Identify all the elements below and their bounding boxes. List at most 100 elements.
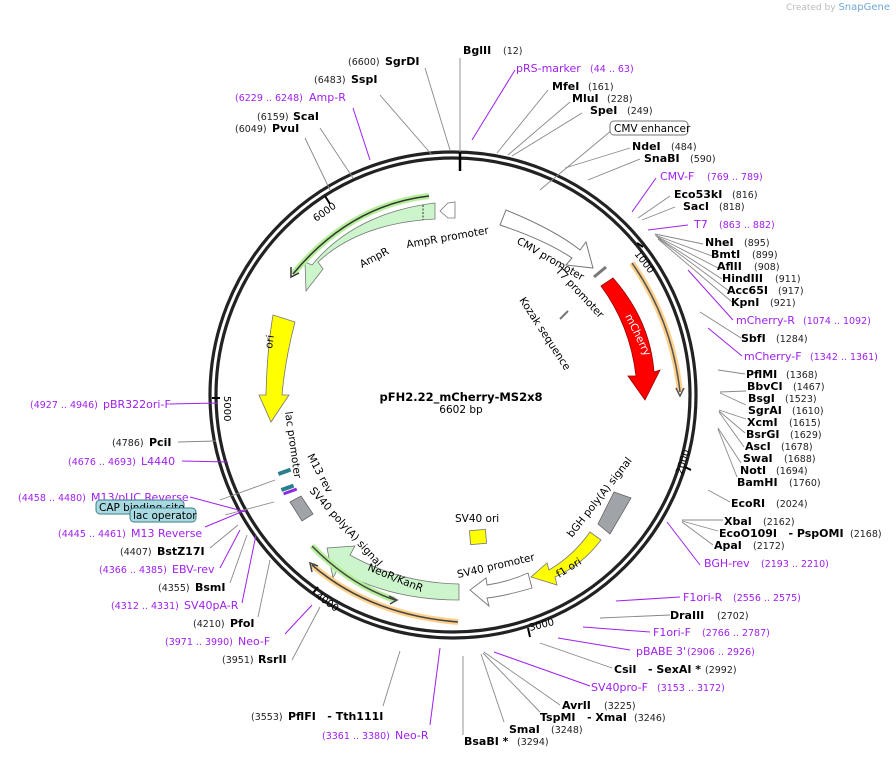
enzyme-tspmi[interactable]: TspMI - XmaI(3246): [540, 711, 666, 724]
enzyme-noti[interactable]: NotI(1694): [740, 464, 808, 477]
enzyme-saci[interactable]: SacI(818): [683, 200, 745, 213]
mcherry-arrow[interactable]: [600, 277, 661, 401]
enzyme-bsabi[interactable]: BsaBI *(3294): [464, 735, 549, 748]
primer-mcherry-r[interactable]: mCherry-R(1074 .. 1092): [736, 314, 871, 327]
primer-bgh-rev[interactable]: BGH-rev(2193 .. 2210): [704, 557, 829, 570]
svg-text:(4458 .. 4480): (4458 .. 4480): [18, 493, 86, 504]
primer-amp-r[interactable]: (6229 .. 6248)Amp-R: [235, 91, 346, 104]
mcherry-orf[interactable]: [631, 262, 681, 393]
t7-promoter-arrow[interactable]: [593, 265, 607, 279]
svg-text:RsrII: RsrII: [258, 653, 287, 666]
enzyme-bsgi[interactable]: BsgI(1523): [748, 392, 817, 405]
lac-operator-tag[interactable]: lac operator: [129, 507, 197, 523]
enzyme-avrii[interactable]: AvrII(3225): [562, 699, 636, 712]
neor-orf-full[interactable]: [311, 564, 459, 623]
svg-text:(12): (12): [503, 46, 523, 57]
svg-text:NotI: NotI: [740, 464, 766, 477]
enzyme-apai[interactable]: ApaI(2172): [714, 539, 785, 552]
enzyme-sbfi[interactable]: SbfI(1284): [741, 332, 808, 345]
enzyme-spei[interactable]: SpeI(249): [590, 104, 653, 117]
enzyme-bbvci[interactable]: BbvCI(1467): [747, 380, 825, 393]
enzyme-rsrii[interactable]: (3951)RsrII: [222, 653, 287, 666]
primer-l4440[interactable]: (4676 .. 4693)L4440: [68, 455, 175, 468]
svg-text:(1760): (1760): [789, 478, 821, 489]
enzyme-sgrai[interactable]: SgrAI(1610): [748, 404, 824, 417]
primer-pbr322ori-f[interactable]: (4927 .. 4946)pBR322ori-F: [30, 398, 171, 411]
svg-text:ScaI: ScaI: [293, 110, 319, 123]
svg-text:SnaBI: SnaBI: [644, 152, 680, 165]
enzyme-sgrdi[interactable]: (6600)SgrDI: [348, 55, 419, 68]
sv40-polya-box[interactable]: [289, 495, 314, 522]
enzyme-bsmi[interactable]: (4355)BsmI: [158, 581, 226, 594]
enzyme-hindiii[interactable]: HindIII(911): [722, 272, 801, 285]
cmv-promoter-arrow[interactable]: [499, 209, 594, 269]
primer-f1ori-f[interactable]: F1ori-F(2766 .. 2787): [653, 626, 770, 639]
primer-sv40pro-f[interactable]: SV40pro-F(3153 .. 3172): [591, 681, 725, 694]
kozak-marker[interactable]: [559, 310, 569, 320]
primer-prs-marker[interactable]: pRS-marker(44 .. 63): [516, 62, 634, 75]
enzyme-eco0109i[interactable]: EcoO109I - PspOMI(2168): [719, 527, 882, 540]
bgh-polya-box[interactable]: [597, 491, 632, 535]
enzyme-ndei[interactable]: NdeI(484): [632, 140, 697, 153]
enzyme-mfei[interactable]: MfeI(161): [552, 80, 614, 93]
primer-t7[interactable]: T7(863 .. 882): [693, 218, 775, 231]
f1-ori-arrow[interactable]: [530, 531, 602, 586]
enzyme-bamhi[interactable]: BamHI(1760): [737, 476, 821, 489]
primer-neo-f[interactable]: (3971 .. 3990)Neo-F: [165, 635, 270, 648]
primer-f1ori-r[interactable]: F1ori-R(2556 .. 2575): [683, 591, 801, 604]
svg-text:AvrII: AvrII: [562, 699, 591, 712]
primer-m13-reverse[interactable]: (4445 .. 4461)M13 Reverse: [58, 527, 202, 540]
enzyme-scai[interactable]: (6159)ScaI: [257, 110, 319, 123]
enzyme-asci[interactable]: AscI(1678): [745, 440, 813, 453]
enzyme-bmti[interactable]: BmtI(899): [711, 248, 778, 261]
enzyme-swai[interactable]: SwaI(1688): [743, 452, 816, 465]
primer-sv40pa-r[interactable]: (4312 .. 4331)SV40pA-R: [111, 599, 239, 612]
enzyme-pflmi[interactable]: PflMI(1368): [746, 368, 818, 381]
m13-rev-box[interactable]: [283, 487, 298, 496]
enzyme-bsrgi[interactable]: BsrGI(1629): [746, 428, 822, 441]
enzyme-snabi[interactable]: SnaBI(590): [644, 152, 716, 165]
ampr-orf[interactable]: [292, 195, 430, 275]
enzyme-mlui[interactable]: MluI(228): [572, 92, 633, 105]
enzyme-draiii[interactable]: DraIII(2702): [670, 609, 749, 622]
neor-orf[interactable]: [311, 545, 396, 601]
primer-mcherry-f[interactable]: mCherry-F(1342 .. 1361): [744, 350, 878, 363]
enzyme-csii[interactable]: CsiI - SexAI *(2992): [614, 663, 737, 676]
sv40-promoter-arrow[interactable]: [469, 572, 533, 608]
enzyme-xcmi[interactable]: XcmI(1615): [747, 416, 821, 429]
ampr-arrow[interactable]: [304, 202, 436, 293]
primer-pbabe3[interactable]: pBABE 3'(2906 .. 2926): [636, 645, 755, 658]
enzyme-pfoi[interactable]: (4210)PfoI: [193, 617, 255, 630]
enzyme-nhei[interactable]: NheI(895): [705, 236, 770, 249]
primer-neo-r[interactable]: (3361 .. 3380)Neo-R: [322, 729, 429, 742]
enzyme-sspi[interactable]: (6483)SspI: [314, 73, 377, 86]
ampr-promoter-arrow[interactable]: [439, 201, 456, 219]
enzyme-kpni[interactable]: KpnI(921): [731, 296, 796, 309]
enzyme-bstz17i[interactable]: (4407)BstZ17I: [120, 545, 205, 558]
enzyme-bglii[interactable]: BglII(12): [463, 44, 523, 57]
svg-text:(228): (228): [607, 94, 633, 105]
sv40-ori-box[interactable]: [468, 528, 488, 546]
enzyme-acc65i[interactable]: Acc65I(917): [727, 284, 804, 297]
ori-arrow[interactable]: [258, 314, 296, 423]
enzyme-pcii[interactable]: (4786)PciI: [112, 436, 171, 449]
svg-text:PflMI: PflMI: [746, 368, 777, 381]
enzyme-pvui[interactable]: (6049)PvuI: [235, 122, 299, 135]
svg-text:(2162): (2162): [763, 517, 795, 528]
primer-ebv-rev[interactable]: (4366 .. 4385)EBV-rev: [99, 563, 215, 576]
primer-cmv-f[interactable]: CMV-F(769 .. 789): [660, 170, 763, 183]
cmv-enhancer-tag[interactable]: CMV enhancer: [609, 120, 691, 136]
cap-binding-box[interactable]: [280, 483, 295, 492]
enzyme-pflfi[interactable]: (3553)PflFI - Tth111I: [251, 710, 383, 723]
svg-text:(1284): (1284): [776, 334, 808, 345]
enzyme-ecori[interactable]: EcoRI(2024): [731, 497, 808, 510]
svg-text:M13 Reverse: M13 Reverse: [131, 527, 202, 540]
svg-text:(6229 .. 6248): (6229 .. 6248): [235, 93, 303, 104]
lac-operator-box[interactable]: [277, 467, 292, 476]
enzyme-smai[interactable]: SmaI(3248): [509, 723, 583, 736]
svg-text:PvuI: PvuI: [272, 122, 299, 135]
enzyme-eco53ki[interactable]: Eco53kI(816): [674, 188, 758, 201]
boxed-labels: CMV enhancer CAP binding site lac operat…: [95, 120, 691, 523]
enzyme-aflii[interactable]: AflII(908): [717, 260, 780, 273]
enzyme-xbai[interactable]: XbaI(2162): [724, 515, 795, 528]
